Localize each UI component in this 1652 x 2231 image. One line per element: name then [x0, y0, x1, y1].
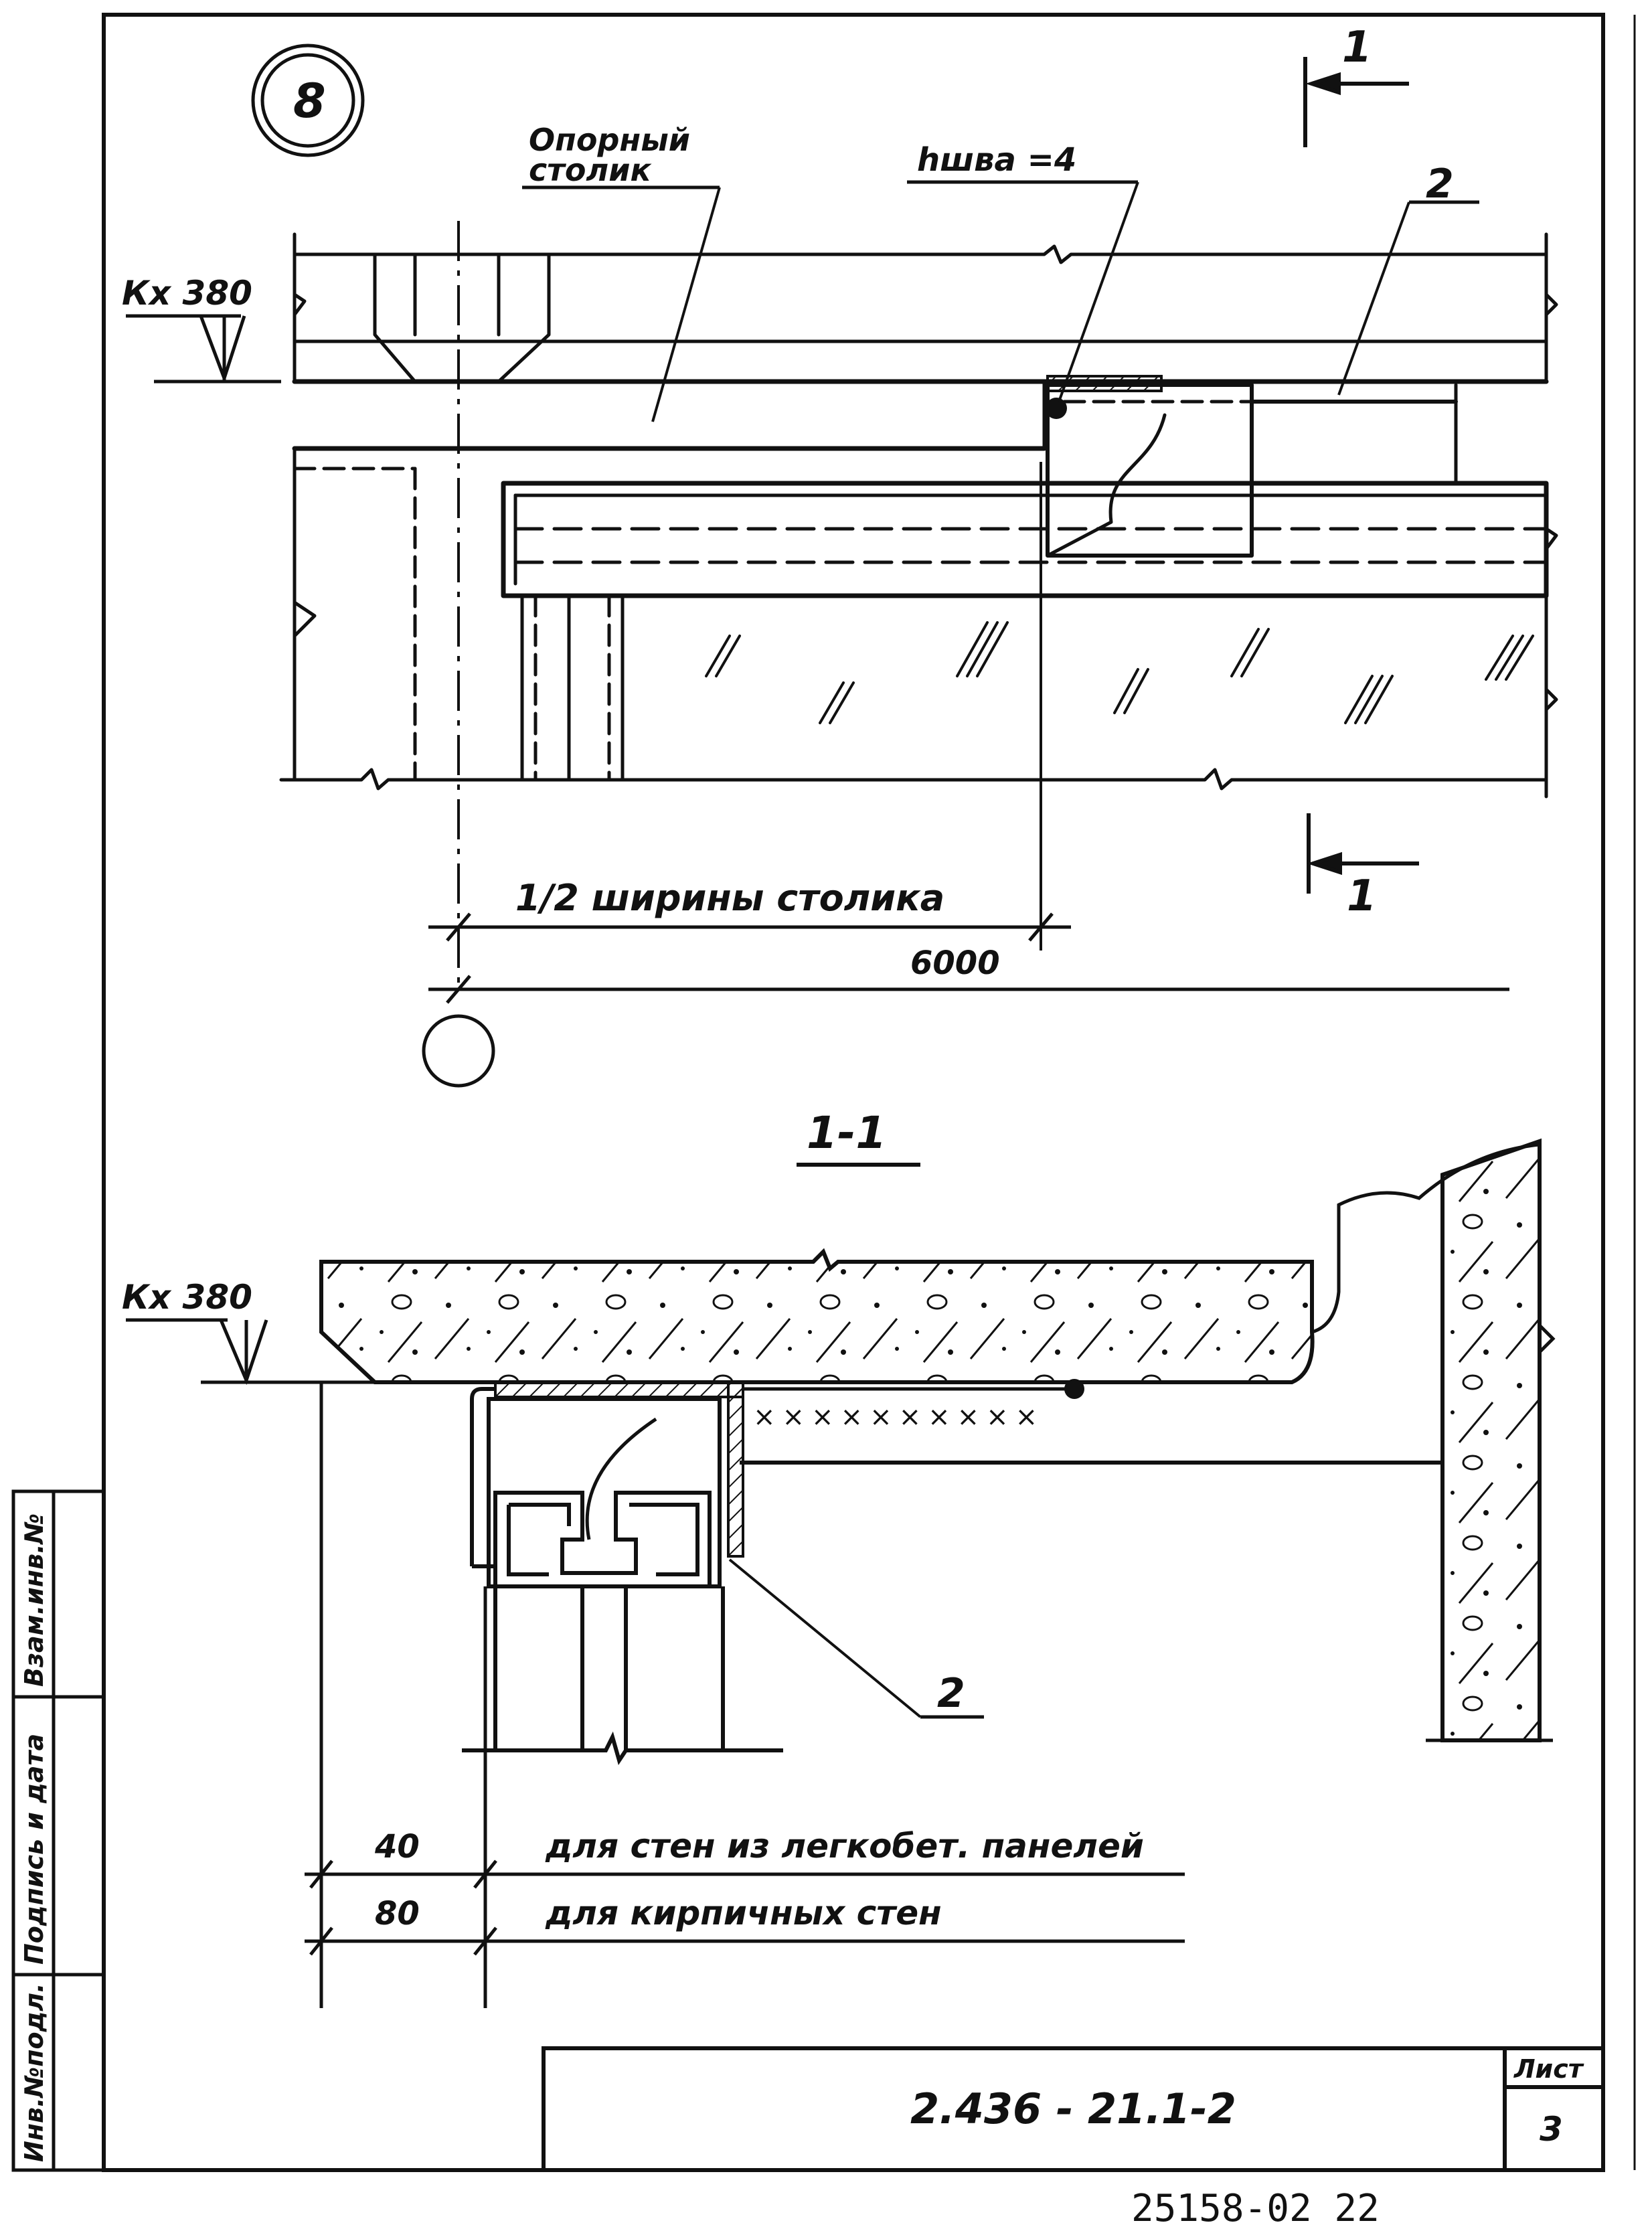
section-title: 1-1: [807, 1107, 886, 1159]
elevation-marker-top: [126, 314, 281, 384]
dimension-value-40: 40: [374, 1828, 420, 1866]
part-2-leader-top-diag: [1337, 201, 1410, 396]
callout-circle: [251, 44, 365, 157]
wall-break: [1538, 1324, 1556, 1353]
dimension-span: [428, 975, 1509, 1004]
title-block: [542, 2046, 1605, 2172]
elevation-marker-bottom: [126, 1318, 375, 1386]
support-table-label-line1: Опорный: [529, 122, 690, 158]
drawing-code: 2.436 - 21.1-2: [910, 2084, 1236, 2133]
sheet-label: Лист: [1513, 2054, 1584, 2084]
side-stamp-field-replace: Взам.инв.№: [19, 1513, 49, 1687]
side-stamp-field-inv: Инв.№подл.: [19, 1983, 49, 2162]
span-label: 6000: [910, 944, 1000, 982]
plate-hatch-side: [727, 1381, 744, 1558]
callout-number: 8: [293, 74, 326, 129]
support-table-label-line2: столик: [529, 152, 652, 188]
dimension-note-80: для кирпичных стен: [545, 1894, 942, 1932]
weld-crosses: ××××××××××: [753, 1402, 1044, 1432]
weld-label: hшва =4: [917, 141, 1076, 179]
weld-dot-section: [1064, 1379, 1084, 1399]
wall-section: [1440, 1138, 1542, 1742]
section-mark-top-number: 1: [1342, 23, 1372, 72]
sheet-number: 3: [1540, 2110, 1563, 2149]
section-mark-bottom-number: 1: [1347, 872, 1377, 921]
dimension-lines-section: [305, 1382, 1185, 2008]
elevation-label-top: Кх 380: [122, 274, 252, 313]
dimension-value-80: 80: [375, 1895, 420, 1932]
side-stamp: [11, 1489, 106, 2172]
support-table-leader-diag: [651, 187, 721, 422]
slab-flange-curve: [1311, 1143, 1540, 1334]
part-2-label-bottom: 2: [937, 1670, 965, 1717]
weld-hatch-top: [1046, 375, 1163, 392]
dimension-note-40: для стен из легкобет. панелей: [545, 1827, 1144, 1866]
part-2-leader-bottom-diag: [728, 1558, 922, 1718]
weld-leader-diag: [1058, 181, 1139, 402]
angle-profile: [470, 1387, 495, 1566]
section-mark-bottom: [1307, 813, 1419, 894]
part-2-label-top: 2: [1426, 161, 1454, 208]
weld-dot-top: [1046, 398, 1067, 419]
dimension-half-width: [428, 912, 1071, 942]
section-mark-top: [1303, 57, 1409, 147]
top-view: [279, 232, 1558, 799]
slab-section: [319, 1248, 1315, 1384]
axis-bubble: [422, 1014, 495, 1088]
half-width-label: 1/2 ширины столика: [515, 877, 944, 919]
archive-number: 25158-02 22: [1131, 2187, 1380, 2230]
frame-profile: [462, 1417, 783, 1766]
elevation-label-bottom: Кх 380: [122, 1278, 252, 1317]
side-stamp-field-signature: Подпись и дата: [19, 1734, 49, 1965]
plate-hatch-top: [494, 1381, 744, 1398]
